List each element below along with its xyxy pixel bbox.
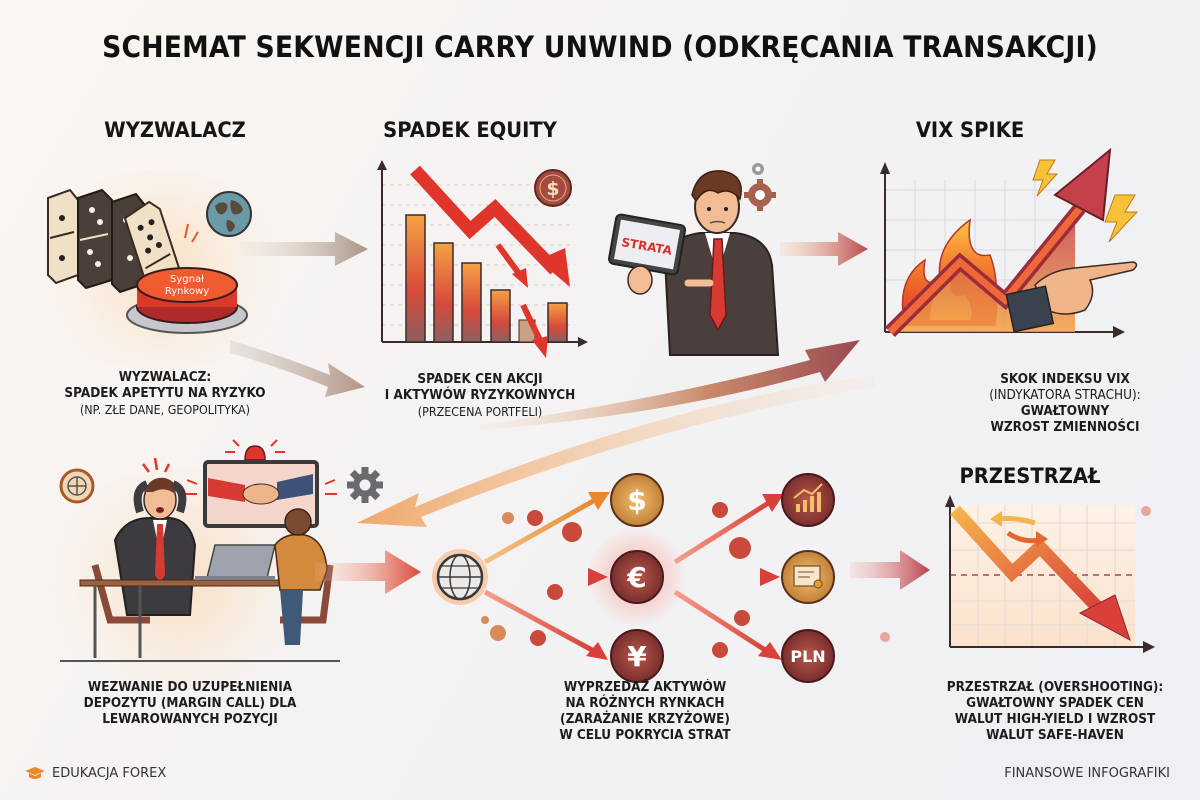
gear-icon (752, 163, 764, 175)
stage-title-vix-spike: VIX SPIKE (915, 118, 1025, 142)
footer-right-label: FINANSOWE INFOGRAFIKI (1004, 766, 1170, 781)
yen-coin-icon: ¥ (610, 629, 664, 683)
caption-overshoot: PRZESTRZAŁ (OVERSHOOTING): GWAŁTOWNY SPA… (946, 680, 1164, 743)
overshoot-chart (945, 495, 1155, 653)
pointing-hand-icon (1005, 261, 1138, 333)
flow-arrow-curve-to-vix (480, 340, 860, 430)
equity-falling-bar-chart (377, 160, 588, 358)
footer-left-label: EDUKACJA FOREX (52, 766, 167, 781)
virus-icon (527, 502, 751, 658)
euro-coin-icon: € (610, 550, 664, 604)
svg-text:Rynkowy: Rynkowy (165, 286, 209, 297)
globe-icon (432, 549, 488, 605)
flow-arrow-vix-to-margin-call (357, 375, 875, 527)
svg-text:€: € (626, 561, 646, 594)
stock-chart-coin-icon (781, 473, 835, 527)
caption-trigger: WYZWALACZ: SPADEK APETYTU NA RYZYKO (NP.… (64, 370, 266, 417)
svg-text:PLN: PLN (790, 647, 825, 666)
domino-icon (77, 188, 113, 290)
globe-speech-bubble-icon (59, 468, 95, 504)
gear-icon (744, 179, 776, 211)
caption-vix-spike: SKOK INDEKSU VIX (INDYKATORA STRACHU): G… (989, 372, 1141, 435)
svg-text:$: $ (627, 484, 646, 517)
caption-margin-call: WEZWANIE DO UZUPEŁNIENIA DEPOZYTU (MARGI… (83, 680, 297, 727)
decorative-dot (880, 632, 890, 642)
dollar-coin-icon: $ (610, 473, 664, 527)
decorative-dot (1141, 506, 1151, 516)
pln-coin-icon: PLN (781, 629, 835, 683)
vix-spike-chart (880, 147, 1139, 338)
stage-title-overshoot: PRZESTRZAŁ (959, 464, 1101, 488)
flow-arrow-equity-to-vix (780, 232, 868, 266)
svg-text:¥: ¥ (627, 640, 647, 673)
flow-arrow-contagion-to-overshoot (850, 550, 930, 590)
contagion-network-diagram: $ € ¥ PLN (432, 473, 835, 683)
flow-arrow-trigger-down (230, 340, 365, 397)
footer-brand: EDUKACJA FOREX (25, 766, 166, 781)
caption-contagion: WYPRZEDAŻ AKTYWÓW NA RÓŻNYCH RYNKACH (ZA… (559, 680, 731, 743)
margin-call-illustration (59, 439, 340, 662)
domino-icon (47, 188, 79, 285)
svg-text:$: $ (546, 178, 559, 200)
stage-title-trigger: WYZWALACZ (104, 118, 246, 142)
stage-title-equity-drop: SPADEK EQUITY (383, 118, 557, 142)
globe-icon (206, 191, 252, 237)
lightning-icon (1032, 159, 1059, 197)
reversal-arrows-icon (990, 511, 1048, 547)
lightning-icon (1104, 194, 1139, 243)
infographic-title: SCHEMAT SEKWENCJI CARRY UNWIND (ODKRĘCAN… (102, 30, 1098, 64)
gear-icon (347, 467, 383, 503)
flow-arrow-margin-to-contagion (315, 550, 421, 594)
businessman-with-tablet-illustration: STRATA (608, 163, 780, 356)
svg-text:Sygnał: Sygnał (170, 274, 204, 285)
graduation-cap-icon (25, 766, 45, 779)
dollar-coin-icon: $ (534, 169, 572, 207)
laptop-icon (206, 544, 276, 579)
flow-arrow-trigger-to-equity (240, 232, 368, 266)
handshake-icon (208, 474, 313, 505)
market-signal-button[interactable]: Sygnał Rynkowy (125, 265, 250, 335)
caption-equity-drop: SPADEK CEN AKCJI I AKTYWÓW RYZYKOWNYCH (… (384, 372, 576, 419)
certificate-coin-icon (781, 550, 835, 604)
